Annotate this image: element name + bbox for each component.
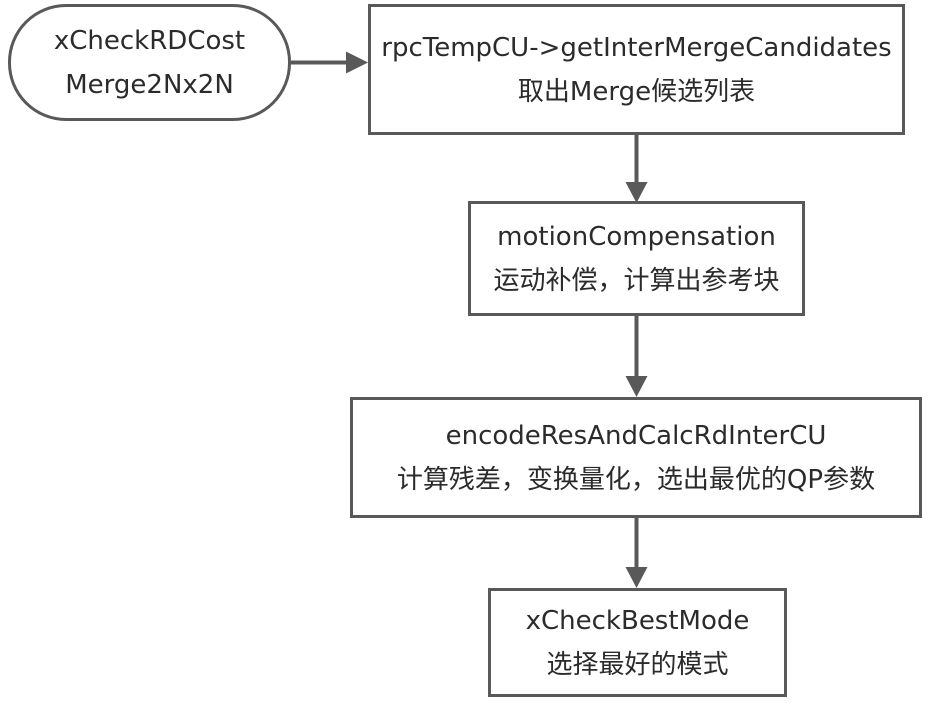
node-get-merge-candidates: rpcTempCU->getInterMergeCandidates 取出Mer…: [368, 4, 905, 135]
node-start-line1: xCheckRDCost: [53, 25, 246, 56]
arrow-start-to-candidates: [291, 51, 368, 74]
node-start: xCheckRDCost Merge2Nx2N: [8, 4, 291, 121]
node-encode-res-calc-rd-line1: encodeResAndCalcRdInterCU: [445, 420, 827, 451]
node-motion-compensation: motionCompensation 运动补偿，计算出参考块: [468, 201, 805, 316]
node-motion-compensation-line2: 运动补偿，计算出参考块: [493, 265, 780, 296]
arrow-candidates-to-motion: [625, 135, 648, 203]
node-start-line2: Merge2Nx2N: [65, 69, 234, 100]
node-check-best-mode-line2: 选择最好的模式: [546, 649, 729, 680]
node-encode-res-calc-rd-line2: 计算残差，变换量化，选出最优的QP参数: [396, 464, 876, 495]
arrow-motion-to-encode: [625, 316, 648, 397]
node-get-merge-candidates-line2: 取出Merge候选列表: [517, 76, 756, 107]
node-check-best-mode-line1: xCheckBestMode: [525, 605, 750, 636]
node-get-merge-candidates-line1: rpcTempCU->getInterMergeCandidates: [381, 32, 892, 63]
node-check-best-mode: xCheckBestMode 选择最好的模式: [488, 588, 787, 697]
node-motion-compensation-line1: motionCompensation: [497, 221, 776, 252]
arrow-encode-to-bestmode: [625, 518, 648, 588]
node-encode-res-calc-rd: encodeResAndCalcRdInterCU 计算残差，变换量化，选出最优…: [350, 397, 922, 518]
